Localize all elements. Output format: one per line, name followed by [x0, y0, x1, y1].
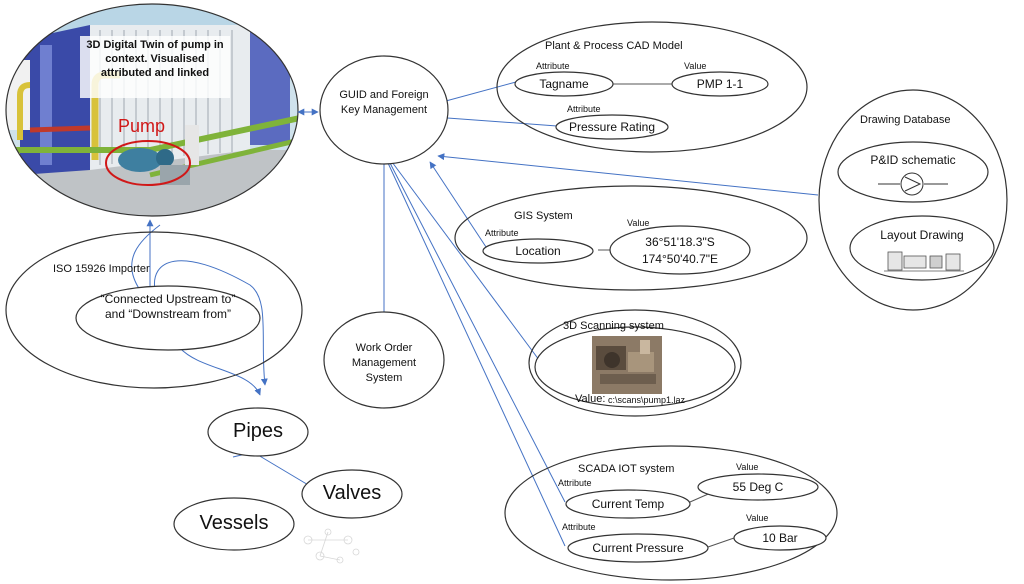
location-value-caption: Value	[627, 218, 649, 228]
location-value-box[interactable]	[610, 226, 750, 274]
layout-drawing-text: Layout Drawing	[868, 228, 976, 242]
current-pressure-caption: Attribute	[562, 522, 596, 532]
digital-twin-image	[0, 0, 310, 220]
digital-twin-caption: 3D Digital Twin of pump in context. Visu…	[80, 36, 230, 98]
current-temp-caption: Attribute	[558, 478, 592, 488]
pump-label: Pump	[118, 116, 165, 137]
pid-schematic-box[interactable]	[838, 142, 988, 202]
valves-label: Valves	[302, 482, 402, 505]
drawing-db-title: Drawing Database	[860, 114, 951, 126]
pid-schematic-text: P&ID schematic	[860, 153, 966, 167]
location-latitude: 36°51'18.3"S	[610, 235, 750, 249]
pressure-value-text: 10 Bar	[734, 531, 826, 545]
iso-relationship-text: “Connected Upstream to” and “Downstream …	[92, 292, 244, 322]
point-cloud-scan-image	[592, 336, 662, 394]
layout-drawing-box[interactable]	[850, 216, 994, 280]
faint-network-graphic	[304, 529, 359, 563]
location-longitude: 174°50'40.7"E	[610, 252, 750, 266]
plant-cad-title: Plant & Process CAD Model	[545, 40, 683, 52]
gis-guid-connector	[430, 162, 488, 250]
location-text: Location	[483, 244, 593, 258]
gis-title: GIS System	[514, 210, 573, 222]
tagname-caption: Attribute	[536, 61, 570, 71]
temp-value-text: 55 Deg C	[698, 480, 818, 494]
pipes-label: Pipes	[208, 420, 308, 443]
tagname-text: Tagname	[515, 77, 613, 91]
vessels-label: Vessels	[174, 512, 294, 535]
drawingdb-guid-connector	[438, 156, 818, 195]
location-caption: Attribute	[485, 228, 519, 238]
pmp-value-caption: Value	[684, 61, 706, 71]
iso-title: ISO 15926 Importer	[53, 263, 150, 275]
pressure-value-caption: Value	[746, 513, 768, 523]
work-order-label: Work Order Management System	[334, 341, 434, 386]
scan-value-path: c:\scans\pump1.laz	[608, 395, 685, 405]
scan-value-caption: Value:	[575, 393, 605, 405]
pressure-rating-text: Pressure Rating	[556, 120, 668, 134]
scada-title: SCADA IOT system	[578, 463, 674, 475]
scanning-title: 3D Scanning system	[563, 320, 664, 332]
pmp-value-text: PMP 1-1	[672, 77, 768, 91]
pressure-rating-caption: Attribute	[567, 104, 601, 114]
current-pressure-text: Current Pressure	[568, 541, 708, 555]
current-temp-text: Current Temp	[566, 497, 690, 511]
guid-label: GUID and Foreign Key Management	[330, 88, 438, 118]
temp-value-caption: Value	[736, 462, 758, 472]
